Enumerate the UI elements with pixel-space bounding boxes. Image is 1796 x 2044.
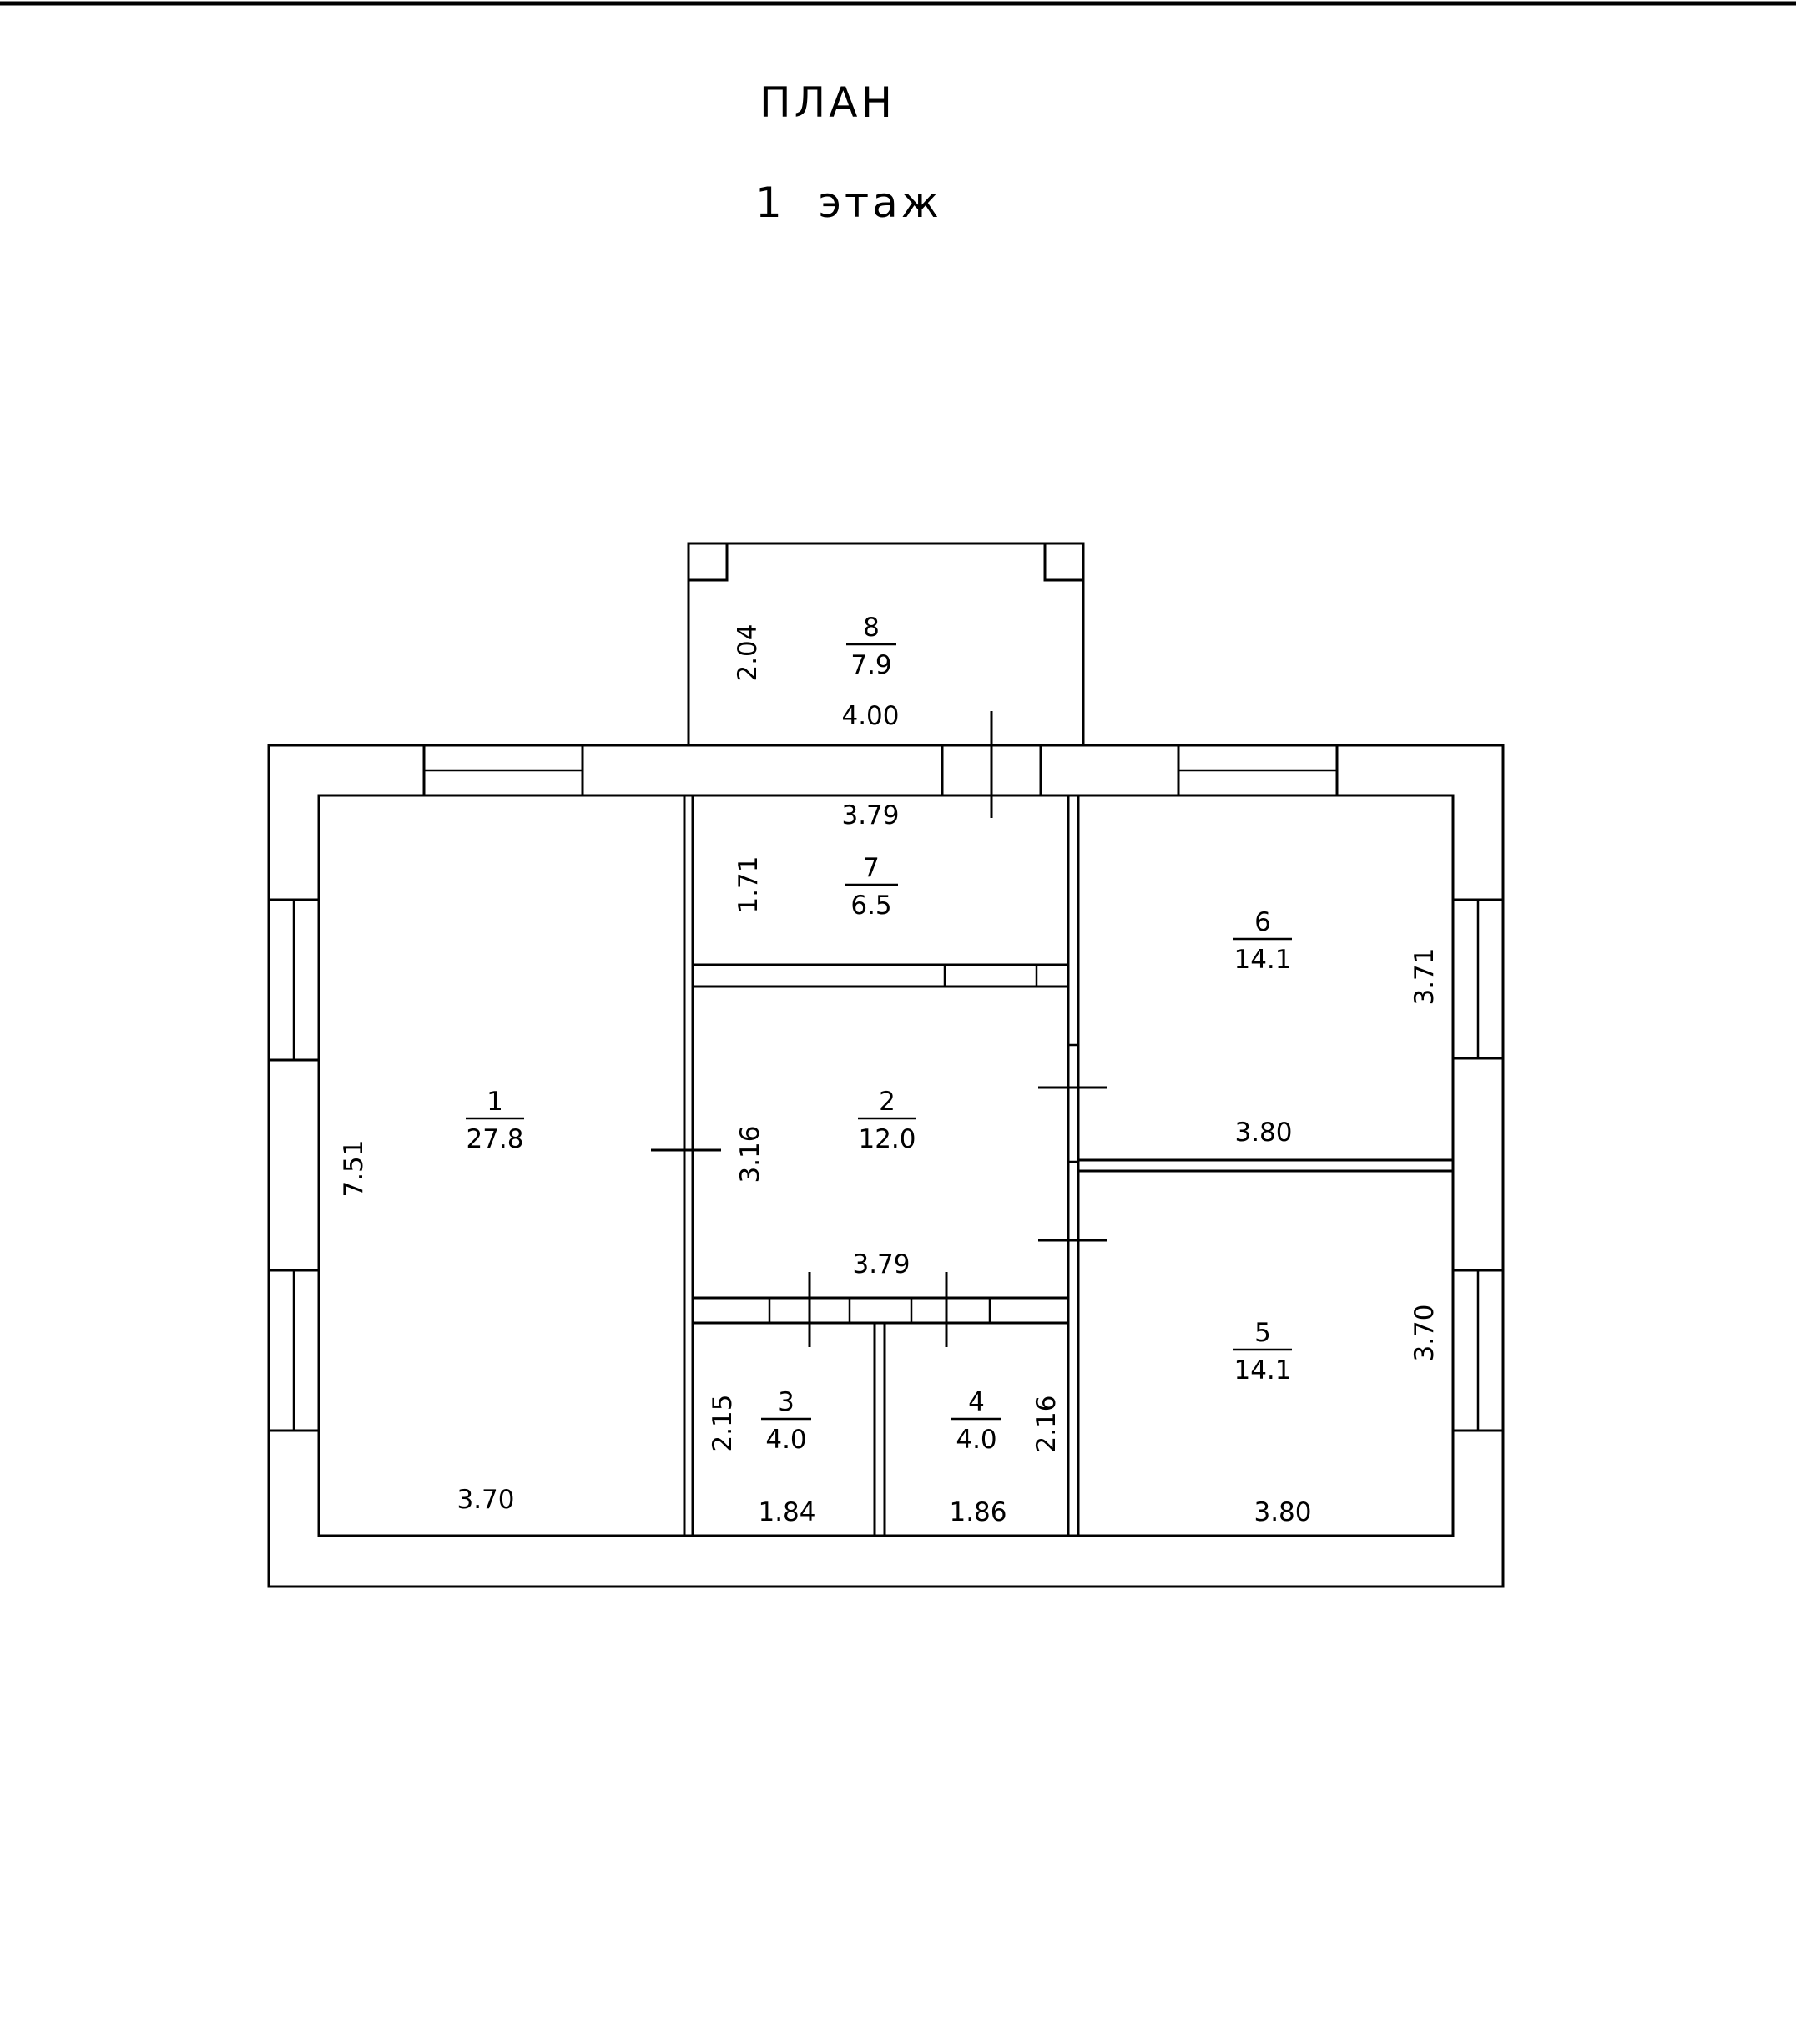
partition-room7-room2 — [693, 963, 1068, 988]
room-1-label: 1 27.8 — [466, 1087, 524, 1154]
room-4-label: 4 4.0 — [951, 1387, 1001, 1455]
room-3-area: 4.0 — [765, 1425, 806, 1455]
dim-room7-height: 1.71 — [734, 855, 764, 913]
window-right-lower — [1451, 1269, 1505, 1432]
dim-room7-width: 3.79 — [841, 800, 899, 830]
room-5-area: 14.1 — [1233, 1355, 1291, 1385]
dim-room1-width: 3.70 — [457, 1485, 514, 1515]
entrance-opening — [941, 745, 1042, 795]
room-4-number: 4 — [968, 1387, 985, 1417]
dim-room2-height: 3.16 — [735, 1125, 765, 1183]
dim-room3-width: 1.84 — [758, 1497, 815, 1527]
dim-room5-width: 3.80 — [1254, 1497, 1311, 1527]
outer-wall — [267, 744, 1505, 1588]
window-top-left — [422, 744, 584, 797]
partition-room5-room6 — [1078, 1158, 1453, 1173]
room-7-label: 7 6.5 — [845, 853, 898, 921]
dim-room6-height: 3.71 — [1410, 947, 1440, 1005]
room-6-number: 6 — [1254, 907, 1271, 937]
window-left-upper — [267, 898, 320, 1062]
dim-room6-width: 3.80 — [1234, 1118, 1292, 1148]
window-top-right — [1177, 744, 1339, 797]
room-2-number: 2 — [879, 1087, 895, 1117]
dim-room4-height: 2.16 — [1032, 1395, 1062, 1452]
partition-room2-room3-4 — [693, 1296, 1068, 1325]
room-2-label: 2 12.0 — [858, 1087, 916, 1154]
room-1-area: 27.8 — [466, 1124, 523, 1154]
partition-room3-room4 — [873, 1323, 886, 1536]
room-8-number: 8 — [863, 613, 880, 643]
room-7-area: 6.5 — [850, 891, 891, 921]
room-1-number: 1 — [487, 1087, 503, 1117]
dim-room5-height: 3.70 — [1410, 1304, 1440, 1361]
room-7-number: 7 — [863, 853, 880, 883]
room-2-area: 12.0 — [858, 1124, 916, 1154]
room-5-number: 5 — [1254, 1318, 1271, 1348]
porch-outline — [687, 542, 1085, 745]
porch-post-left — [687, 542, 729, 582]
dim-room1-height: 7.51 — [339, 1139, 369, 1197]
partition-room1 — [683, 795, 694, 1536]
floor-label: 1 этаж — [755, 179, 942, 227]
doors — [651, 711, 1107, 1347]
room-5-label: 5 14.1 — [1233, 1318, 1292, 1385]
dimensions: 7.51 3.70 3.16 3.79 2.15 1.84 2.16 1.86 … — [339, 623, 1440, 1527]
porch-post-right — [1043, 542, 1085, 582]
dim-room8-height: 2.04 — [733, 623, 763, 681]
dim-room3-height: 2.15 — [708, 1394, 738, 1451]
room-8-area: 7.9 — [850, 650, 891, 680]
room-8-label: 8 7.9 — [846, 613, 896, 680]
room-3-label: 3 4.0 — [761, 1387, 811, 1455]
room-6-label: 6 14.1 — [1233, 907, 1292, 975]
dim-room2-width: 3.79 — [852, 1249, 910, 1279]
dim-room4-width: 1.86 — [949, 1497, 1006, 1527]
partition-right — [1067, 795, 1080, 1536]
window-right-upper — [1451, 898, 1505, 1060]
room-4-area: 4.0 — [956, 1425, 996, 1455]
room-3-number: 3 — [778, 1387, 795, 1417]
window-left-lower — [267, 1269, 320, 1432]
room-6-area: 14.1 — [1233, 945, 1291, 975]
plan-title: ПЛАН — [759, 78, 895, 127]
dim-room8-width: 4.00 — [841, 701, 899, 731]
walls — [267, 542, 1505, 1588]
